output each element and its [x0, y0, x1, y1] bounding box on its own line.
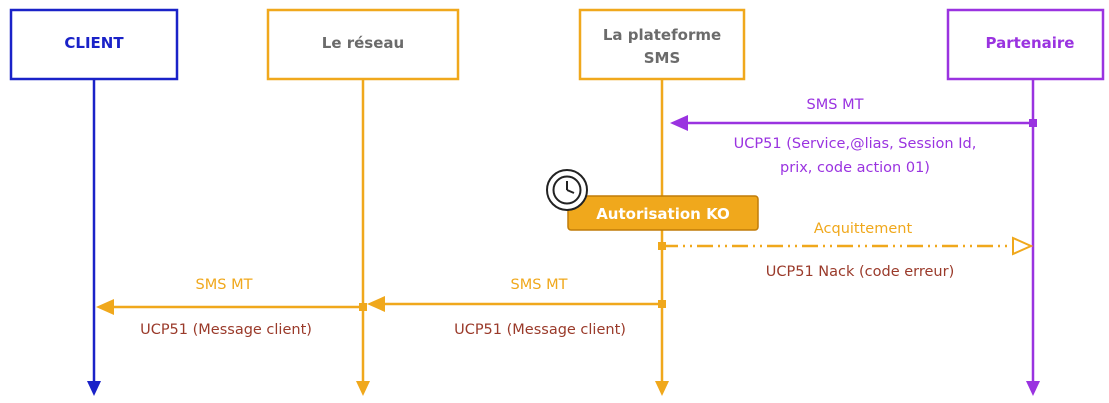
actor-plateforme: La plateforme SMS [578, 8, 746, 81]
message-3-label-below: UCP51 (Message client) [454, 322, 626, 338]
lifeline-plateforme-arrowhead [655, 381, 669, 396]
message-sms-mt-reseau-client: SMS MT UCP51 (Message client) [96, 277, 367, 338]
lifeline-reseau-arrowhead [356, 381, 370, 396]
actor-plateforme-label-line1: La plateforme [603, 26, 721, 44]
message-sms-mt-plateforme-reseau: SMS MT UCP51 (Message client) [367, 277, 666, 338]
lifeline-client-arrowhead [87, 381, 101, 396]
actor-reseau-label: Le réseau [322, 34, 404, 52]
actor-reseau: Le réseau [266, 8, 460, 81]
actor-partenaire: Partenaire [946, 8, 1105, 81]
actor-client: CLIENT [9, 8, 179, 81]
message-3-label-above: SMS MT [511, 277, 568, 293]
event-autorisation-ko: Autorisation KO [546, 169, 759, 231]
message-1-label-below-line2: prix, code action 01) [780, 160, 930, 176]
message-4-label-below: UCP51 (Message client) [140, 322, 312, 338]
message-2-label-above: Acquittement [814, 221, 913, 237]
message-1-label-below-line1: UCP51 (Service,@lias, Session Id, [734, 136, 977, 152]
message-acquittement: Acquittement UCP51 Nack (code erreur) [658, 221, 1034, 280]
clock-icon [546, 169, 588, 211]
message-2-label-below: UCP51 Nack (code erreur) [766, 264, 955, 280]
event-label: Autorisation KO [596, 205, 730, 223]
actor-partenaire-label: Partenaire [986, 34, 1075, 52]
event-badge [567, 195, 759, 231]
message-sms-mt-partenaire: SMS MT UCP51 (Service,@lias, Session Id,… [670, 97, 1037, 176]
message-4-label-above: SMS MT [196, 277, 253, 293]
actor-client-label: CLIENT [64, 34, 124, 52]
lifeline-partenaire-arrowhead [1026, 381, 1040, 396]
actor-plateforme-label-line2: SMS [644, 49, 681, 67]
message-1-label-above: SMS MT [807, 97, 864, 113]
